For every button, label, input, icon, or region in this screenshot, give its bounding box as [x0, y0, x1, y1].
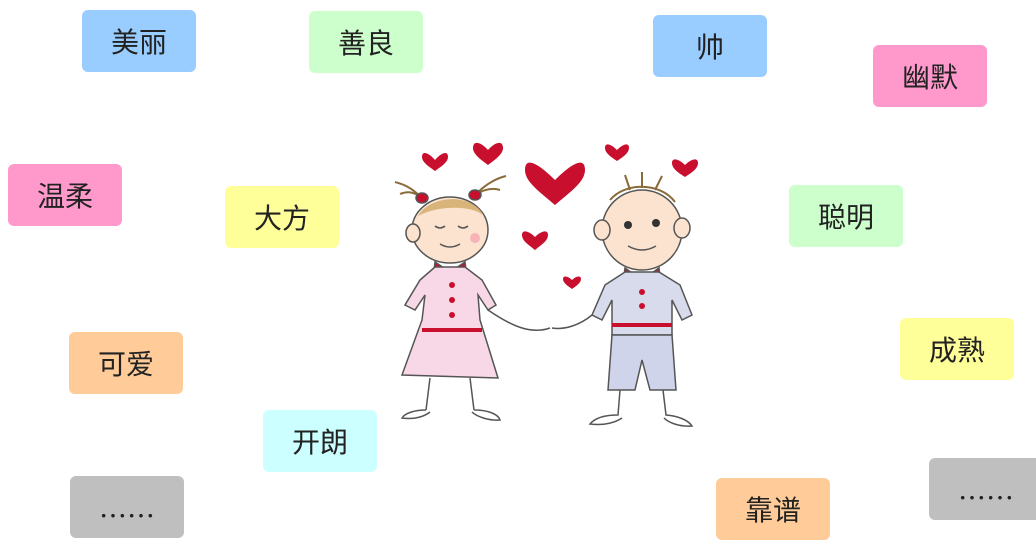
boy-figure	[551, 172, 694, 427]
tag-kailang: 开朗	[263, 410, 377, 472]
tag-congming: 聪明	[789, 185, 903, 247]
tag-more-right: ……	[929, 458, 1036, 520]
hearts	[422, 142, 698, 289]
tag-shanliang: 善良	[309, 11, 423, 73]
heart-icon	[422, 153, 448, 171]
tag-shuai: 帅	[653, 15, 767, 77]
heart-icon	[522, 231, 548, 250]
tag-kaopu: 靠谱	[716, 478, 830, 540]
heart-icon	[605, 144, 629, 161]
tag-meili: 美丽	[82, 10, 196, 72]
tag-keai: 可爱	[69, 332, 183, 394]
tag-youmo: 幽默	[873, 45, 987, 107]
heart-icon	[563, 276, 581, 289]
heart-icon	[525, 162, 585, 205]
couple-illustration	[394, 142, 698, 427]
girl-figure	[394, 175, 551, 421]
tag-dafang: 大方	[225, 186, 339, 248]
tag-wenrou: 温柔	[8, 164, 122, 226]
tag-more-left: ……	[70, 476, 184, 538]
heart-icon	[473, 142, 503, 165]
tag-chengshu: 成熟	[900, 318, 1014, 380]
heart-icon	[672, 159, 698, 177]
